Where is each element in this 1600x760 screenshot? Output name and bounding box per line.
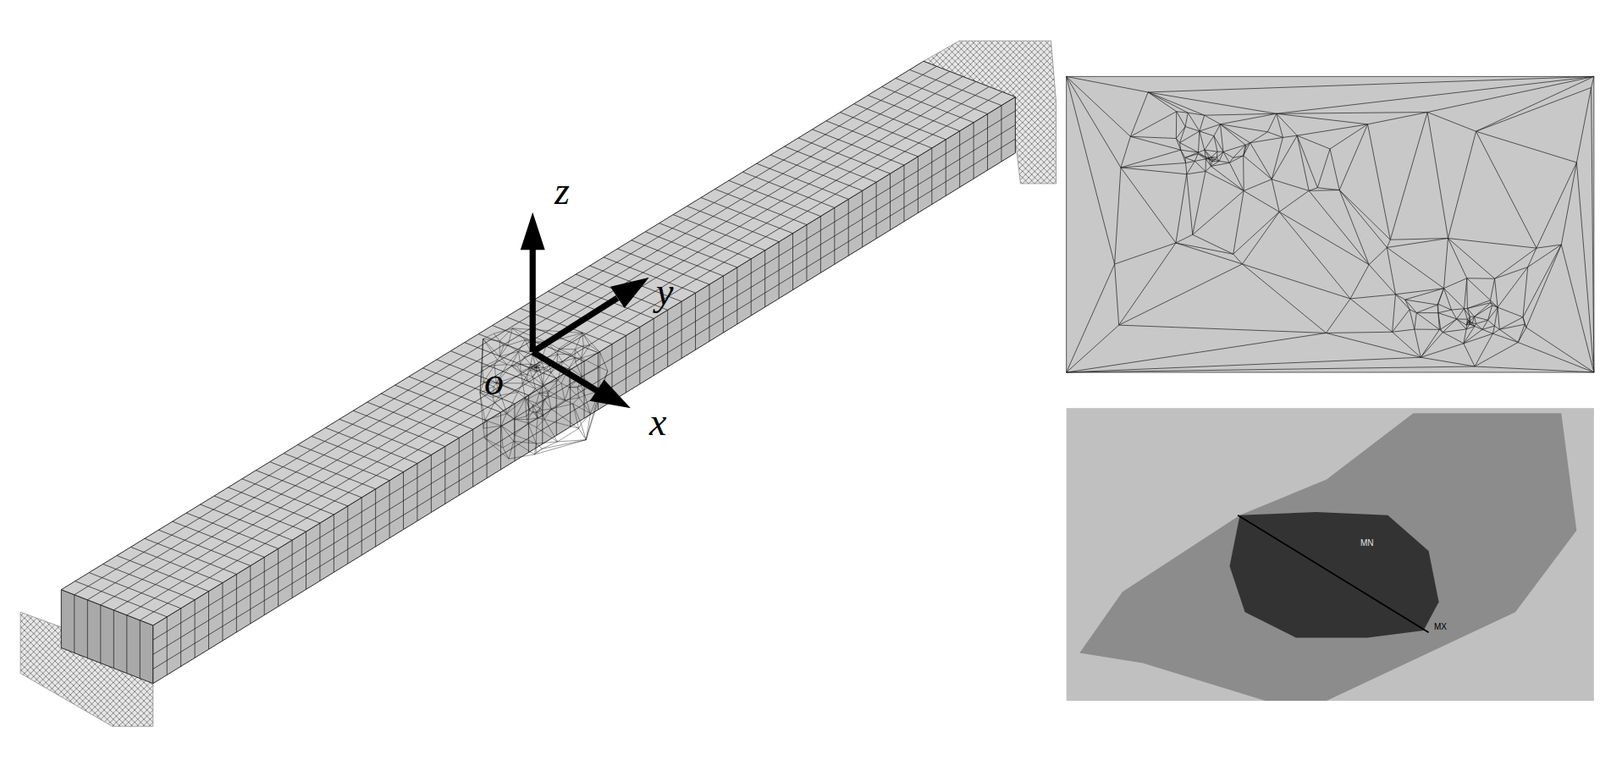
mesh-line — [99, 605, 101, 664]
mesh-line — [73, 595, 75, 654]
mesh-line — [126, 86, 990, 615]
mesh-line — [87, 600, 89, 659]
beam-mesh — [60, 60, 1016, 684]
stress-contour — [1079, 413, 1577, 701]
mesh-line — [153, 138, 1016, 669]
max-marker: MX — [1434, 623, 1447, 632]
mesh-line — [153, 110, 1016, 640]
mesh-line — [113, 81, 977, 610]
contour-inset — [1066, 408, 1595, 701]
axis-label: y — [656, 272, 674, 312]
mesh-inset — [1066, 76, 1595, 373]
mesh-line — [100, 76, 964, 605]
beam-face — [60, 60, 1016, 626]
mesh-line — [153, 125, 1016, 656]
mesh-line — [139, 91, 1003, 620]
triangle-mesh-lines — [1066, 76, 1595, 373]
axis-label: z — [554, 171, 570, 211]
mesh-line — [74, 66, 938, 595]
min-marker: MN — [1360, 539, 1374, 548]
mesh-line — [113, 610, 115, 669]
stress-core — [1230, 512, 1440, 638]
axis-label: x — [649, 402, 667, 442]
coordinate-axes — [520, 212, 650, 409]
origin-label: o — [484, 362, 504, 402]
mesh-line — [139, 620, 141, 679]
scaled-art — [20, 40, 1595, 727]
mesh-line — [87, 71, 950, 600]
beam-face — [153, 97, 1016, 685]
crack-line — [1237, 515, 1429, 634]
mesh-line — [126, 615, 127, 674]
triangle-mesh — [1066, 76, 1595, 373]
